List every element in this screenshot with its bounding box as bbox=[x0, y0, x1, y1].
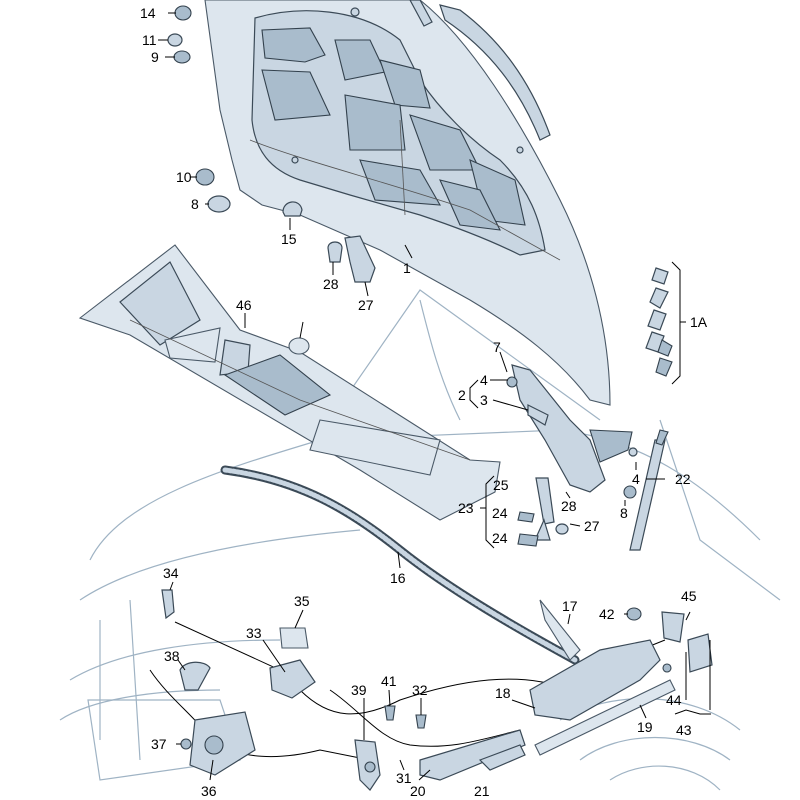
callout-32: 32 bbox=[412, 682, 428, 698]
callout-10: 14 bbox=[140, 5, 156, 21]
callout-21: 23 bbox=[458, 500, 474, 516]
car-body-outline bbox=[59, 289, 781, 791]
callout-1: 1 bbox=[403, 260, 411, 276]
bolt-set bbox=[645, 267, 673, 377]
callout-8-mid: 10 bbox=[176, 169, 192, 185]
callout-5: 7 bbox=[493, 339, 501, 355]
callout-labels: 14 11 9 10 8 15 28 27 1 46 1A 7 4 2 3 4 … bbox=[140, 5, 708, 799]
hood-bracket-27-28 bbox=[327, 235, 376, 283]
callout-4-right: 4 bbox=[632, 471, 640, 487]
callout-24-right: 27 bbox=[584, 518, 600, 534]
callout-4-top: 4 bbox=[480, 372, 488, 388]
callout-33: 33 bbox=[246, 625, 262, 641]
grommets-left bbox=[167, 5, 303, 217]
callout-40: 41 bbox=[381, 673, 397, 689]
callout-23: 24 bbox=[492, 505, 508, 521]
callout-17: 19 bbox=[637, 719, 653, 735]
callout-25: 28 bbox=[561, 498, 577, 514]
callout-9: 11 bbox=[142, 32, 157, 48]
callout-45: 46 bbox=[236, 297, 252, 313]
callout-43: 44 bbox=[666, 692, 682, 708]
callout-1A: 1A bbox=[690, 314, 708, 330]
callout-6: 8 bbox=[620, 505, 628, 521]
hood-panel bbox=[204, 0, 611, 406]
callout-38: 38 bbox=[164, 648, 180, 664]
callout-8-top: 9 bbox=[151, 49, 159, 65]
callout-11: 15 bbox=[281, 231, 297, 247]
callout-37: 37 bbox=[151, 736, 167, 752]
leader-lines bbox=[158, 12, 711, 781]
rubber-seal bbox=[220, 465, 580, 665]
callout-35: 35 bbox=[294, 593, 310, 609]
callout-39: 39 bbox=[351, 682, 367, 698]
cable-components bbox=[161, 589, 316, 776]
cowl-panel bbox=[78, 244, 501, 521]
callout-18: 20 bbox=[410, 783, 426, 799]
callout-20: 22 bbox=[675, 471, 691, 487]
callout-2: 2 bbox=[458, 387, 466, 403]
callout-19: 21 bbox=[474, 783, 490, 799]
callout-15: 17 bbox=[562, 598, 578, 614]
callout-36: 36 bbox=[201, 783, 217, 799]
callout-34: 34 bbox=[163, 565, 179, 581]
callout-27: 27 bbox=[358, 297, 374, 313]
callout-41: 42 bbox=[599, 606, 615, 622]
gas-strut bbox=[629, 429, 669, 551]
callout-16: 18 bbox=[495, 685, 511, 701]
callout-24-top: 25 bbox=[493, 477, 509, 493]
latch-components bbox=[354, 599, 713, 791]
callout-44: 45 bbox=[681, 588, 697, 604]
callout-31: 31 bbox=[396, 770, 412, 786]
hood-hinge bbox=[506, 364, 638, 499]
callout-7: 8 bbox=[191, 196, 199, 212]
hood-switch-cluster bbox=[517, 477, 569, 547]
callout-22: 24 bbox=[492, 530, 508, 546]
callout-42: 43 bbox=[676, 722, 692, 738]
callout-14: 16 bbox=[390, 570, 406, 586]
hood-seal-strip bbox=[409, 0, 551, 141]
callout-3: 3 bbox=[480, 392, 488, 408]
callout-28: 28 bbox=[323, 276, 339, 292]
